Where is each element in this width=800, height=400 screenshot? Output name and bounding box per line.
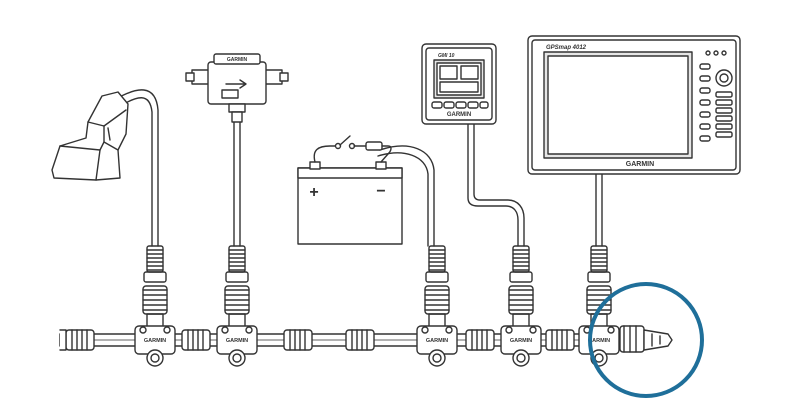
transducer-icon (51, 91, 129, 181)
drop-connector (224, 245, 250, 329)
tee-brand-label: GARMIN (426, 338, 448, 344)
backbone-end-left (59, 329, 67, 351)
drop-connector (586, 245, 612, 329)
backbone-tee (216, 325, 258, 367)
chartplotter-model-label: GPSmap 4012 (546, 45, 587, 51)
chartplotter-softkeys (699, 63, 711, 142)
gmi-instrument-icon (421, 43, 497, 125)
backbone-coupler (65, 329, 95, 351)
tee-brand-label: GARMIN (144, 338, 166, 344)
gmi-brand-label: GARMIN (447, 112, 471, 118)
tee-brand-label: GARMIN (226, 338, 248, 344)
backbone-coupler (283, 329, 313, 351)
backbone-tee (416, 325, 458, 367)
tee-brand-label: GARMIN (588, 338, 610, 344)
battery-icon (297, 135, 403, 245)
backbone-tee (578, 325, 620, 367)
drop-connectors (142, 245, 612, 329)
gmi-model-label: GMI 10 (438, 53, 455, 59)
terminator-icon (619, 325, 673, 353)
chartplotter-icon (527, 35, 741, 175)
tee-brand-label: GARMIN (510, 338, 532, 344)
backbone-coupler (465, 329, 495, 351)
chartplotter-brand-label: GARMIN (626, 161, 654, 168)
sensor-module-icon (185, 53, 289, 123)
backbone-coupler (345, 329, 375, 351)
drop-connector (424, 245, 450, 329)
tee-labels: GARMIN GARMIN GARMIN GARMIN GARMIN (144, 338, 610, 344)
drop-connector (508, 245, 534, 329)
backbone-tee (134, 325, 176, 367)
sensor-brand-label: GARMIN (227, 57, 248, 63)
battery-positive-label: + (309, 184, 318, 201)
backbone-tee (500, 325, 542, 367)
chartplotter-keypad (715, 91, 733, 138)
drop-connector (142, 245, 168, 329)
terminator-highlight-circle (588, 282, 704, 398)
backbone-coupler (181, 329, 211, 351)
battery-negative-label: − (376, 183, 385, 200)
backbone-coupler (545, 329, 575, 351)
